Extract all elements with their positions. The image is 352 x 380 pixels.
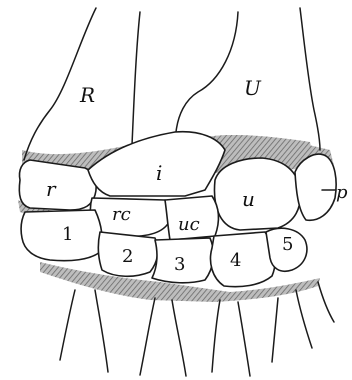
label-ulna: U — [244, 76, 262, 100]
label-carpal-3: 3 — [174, 254, 185, 275]
label-intermedium: i — [156, 161, 162, 185]
metacarpal-line — [172, 300, 186, 376]
metacarpal-line — [238, 302, 250, 376]
label-ulnar-centrale: uc — [178, 214, 200, 235]
label-radial-centrale: rc — [112, 204, 131, 225]
radius-bone-outline-inner — [132, 12, 140, 145]
metacarpal-line — [60, 290, 75, 360]
radiale-bone — [19, 160, 96, 210]
metacarpal-line — [318, 282, 334, 322]
label-carpal-2: 2 — [122, 246, 133, 267]
label-carpal-5: 5 — [282, 234, 293, 255]
ulnare-bone — [214, 158, 300, 230]
label-ulnare: u — [242, 187, 255, 211]
label-carpal-1: 1 — [62, 224, 73, 245]
ulna-bone-outline — [176, 12, 238, 132]
metacarpal-line — [95, 290, 108, 372]
label-pisiform: p — [336, 182, 348, 203]
ulna-bone-outline-right — [300, 8, 320, 150]
metacarpal-line — [140, 298, 155, 375]
label-radiale: r — [46, 177, 57, 201]
carpal-4-bone — [211, 232, 276, 287]
metacarpal-line — [212, 300, 220, 372]
metacarpal-line — [272, 298, 278, 362]
metacarpal-line — [296, 290, 312, 348]
label-carpal-4: 4 — [230, 250, 241, 271]
label-radius: R — [79, 83, 95, 107]
pisiform-bone — [295, 154, 336, 220]
